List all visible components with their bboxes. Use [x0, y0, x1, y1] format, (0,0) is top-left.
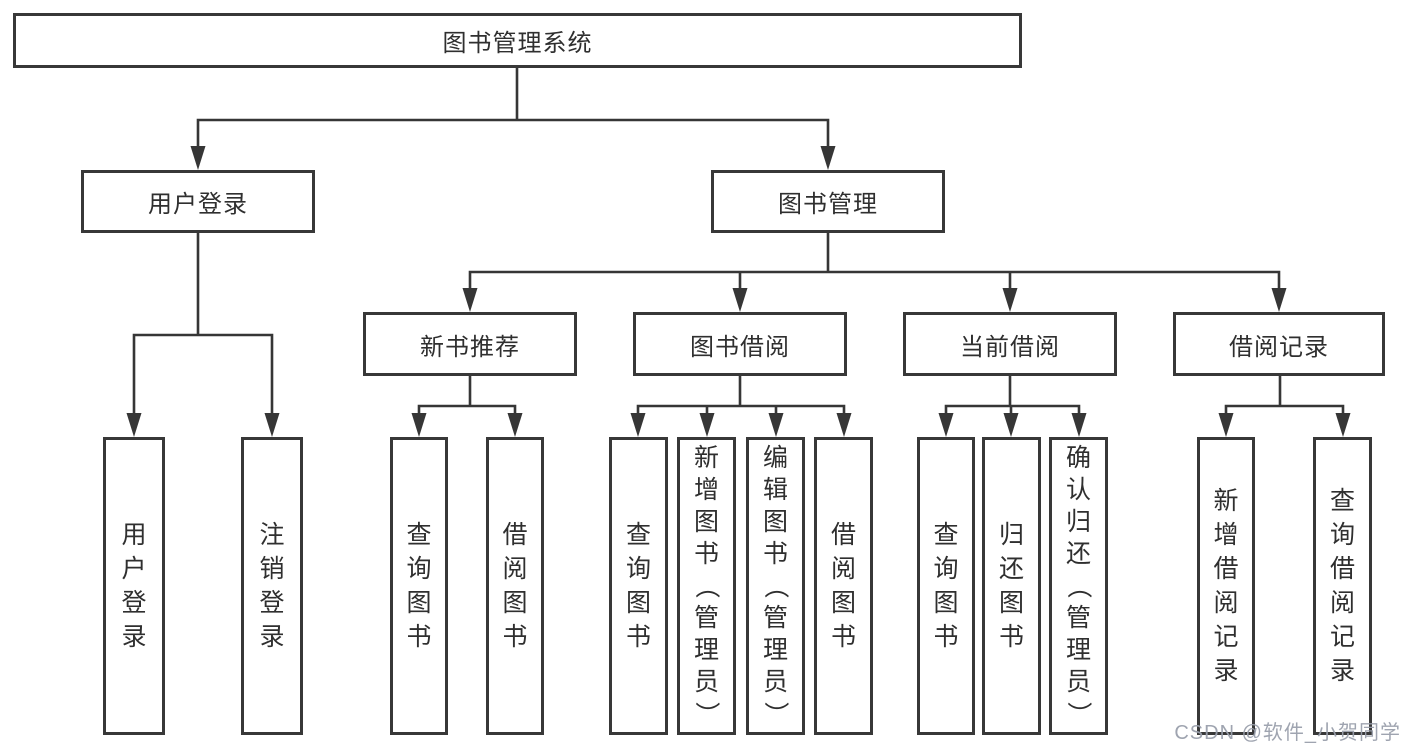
- arrowhead-icon: [1271, 288, 1287, 312]
- node-label: 新增图书（管理员）: [692, 444, 721, 727]
- arrowhead-icon: [462, 288, 478, 312]
- node-label: 用户登录: [148, 191, 248, 218]
- node-label: 归还图书: [998, 521, 1024, 651]
- arrowhead-icon: [938, 413, 954, 437]
- node-leaf-confirm-return-admin: 确认归还（管理员）: [1049, 437, 1108, 735]
- arrowhead-icon: [190, 146, 206, 170]
- arrowhead-icon: [264, 413, 280, 437]
- arrowhead-icon: [699, 413, 715, 437]
- node-borrowing-records: 借阅记录: [1173, 312, 1385, 376]
- node-label: 查询图书: [406, 521, 432, 651]
- node-current-borrowing: 当前借阅: [903, 312, 1117, 376]
- node-leaf-query-books-1: 查询图书: [390, 437, 448, 735]
- arrowhead-icon: [1218, 413, 1234, 437]
- node-label: 查询借阅记录: [1329, 487, 1355, 685]
- node-label: 用户登录: [121, 521, 147, 651]
- arrowhead-icon: [411, 413, 427, 437]
- node-leaf-logout: 注销登录: [241, 437, 303, 735]
- node-label: 当前借阅: [960, 333, 1060, 361]
- arrowhead-icon: [1002, 288, 1018, 312]
- connector: [630, 374, 852, 437]
- arrowhead-icon: [630, 413, 646, 437]
- node-label: 借阅图书: [502, 521, 528, 651]
- arrowhead-icon: [1003, 413, 1019, 437]
- node-label: 注销登录: [259, 521, 285, 651]
- node-leaf-query-books-3: 查询图书: [917, 437, 975, 735]
- node-label: 编辑图书（管理员）: [761, 444, 790, 727]
- node-leaf-add-books-admin: 新增图书（管理员）: [677, 437, 736, 735]
- arrowhead-icon: [732, 288, 748, 312]
- node-leaf-return-books: 归还图书: [982, 437, 1041, 735]
- node-leaf-query-borrow-record: 查询借阅记录: [1313, 437, 1372, 735]
- node-label: 确认归还（管理员）: [1064, 444, 1093, 727]
- arrowhead-icon: [507, 413, 523, 437]
- node-label: 图书管理系统: [442, 30, 593, 57]
- node-leaf-query-books-2: 查询图书: [609, 437, 668, 735]
- connector: [462, 231, 1287, 312]
- arrowhead-icon: [126, 413, 142, 437]
- connector: [411, 374, 523, 437]
- arrowhead-icon: [1335, 413, 1351, 437]
- arrowhead-icon: [836, 413, 852, 437]
- node-label: 图书借阅: [690, 333, 790, 361]
- arrowhead-icon: [1071, 413, 1087, 437]
- connector: [1218, 374, 1351, 437]
- connector: [126, 231, 280, 437]
- node-label: 图书管理: [778, 191, 878, 218]
- node-library-system: 图书管理系统: [13, 13, 1022, 68]
- node-leaf-add-borrow-record: 新增借阅记录: [1197, 437, 1255, 735]
- node-label: 借阅记录: [1229, 333, 1329, 361]
- node-leaf-borrow-books-2: 借阅图书: [814, 437, 873, 735]
- node-label: 新增借阅记录: [1213, 487, 1239, 685]
- node-book-management: 图书管理: [711, 170, 945, 233]
- node-leaf-edit-books-admin: 编辑图书（管理员）: [746, 437, 805, 735]
- csdn-watermark: CSDN @软件_小贺同学: [1174, 722, 1401, 744]
- node-user-login: 用户登录: [81, 170, 315, 233]
- node-leaf-borrow-books-1: 借阅图书: [486, 437, 544, 735]
- arrowhead-icon: [820, 146, 836, 170]
- node-label: 新书推荐: [420, 333, 520, 361]
- node-new-book-recommend: 新书推荐: [363, 312, 577, 376]
- node-label: 查询图书: [933, 521, 959, 651]
- arrowhead-icon: [768, 413, 784, 437]
- node-leaf-user-login: 用户登录: [103, 437, 165, 735]
- node-label: 查询图书: [625, 521, 651, 651]
- connector: [190, 66, 836, 170]
- connector: [938, 374, 1087, 437]
- node-book-borrowing: 图书借阅: [633, 312, 847, 376]
- node-label: 借阅图书: [830, 521, 856, 651]
